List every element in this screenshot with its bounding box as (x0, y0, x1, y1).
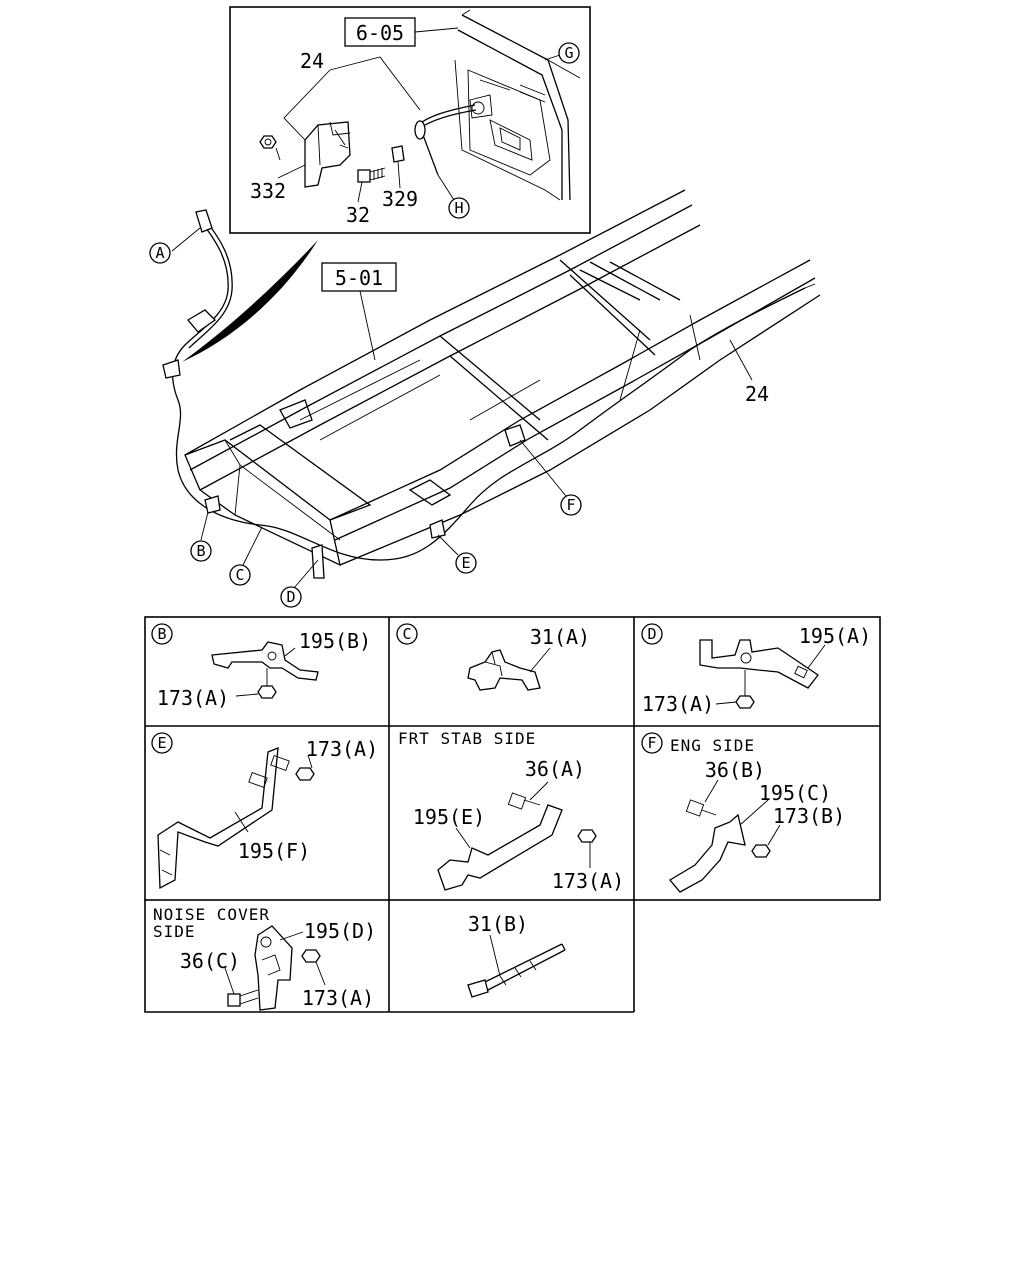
washer-329 (391, 145, 405, 163)
main-ref-label: 5-01 (335, 266, 383, 290)
detail-frt-stab: FRT STAB SIDE 36(A) 195(E) 173(A) (398, 729, 624, 893)
detail-d-upper: 195(A) (799, 624, 871, 648)
svg-text:F: F (566, 496, 575, 514)
detail-f-bracket: 195(C) (759, 781, 831, 805)
detail-cable-tie: 31(B) (467, 912, 566, 998)
main-label-24: 24 (745, 382, 769, 406)
svg-text:H: H (454, 199, 463, 217)
bracket-clip (187, 309, 217, 333)
detail-e-letter: E (157, 734, 166, 752)
detail-d-lower: 173(A) (642, 692, 714, 716)
detail-e: E 173(A) 195(F) (151, 732, 378, 890)
callout-a (149, 242, 171, 264)
detail-c-letter: C (402, 625, 411, 643)
svg-text:A: A (155, 244, 164, 262)
grommet (414, 120, 426, 140)
detail-frt-title: FRT STAB SIDE (398, 729, 536, 748)
detail-noise-title-1: NOISE COVER (153, 905, 270, 924)
speedometer-cable (172, 219, 806, 561)
callout-d (280, 586, 302, 608)
callout-h (448, 197, 470, 219)
detail-d-letter: D (647, 625, 656, 643)
svg-text:E: E (461, 554, 470, 572)
detail-d: D 195(A) 173(A) (641, 623, 871, 716)
detail-f-nut: 173(B) (773, 804, 845, 828)
detail-frt-bracket: 195(E) (413, 805, 485, 829)
inset-label-332: 332 (250, 179, 286, 203)
svg-text:B: B (196, 542, 205, 560)
detail-f-bolt: 36(B) (705, 758, 765, 782)
detail-noise-bolt: 36(C) (180, 949, 240, 973)
detail-noise-cover: NOISE COVER SIDE 195(D) 36(C) 173(A) (153, 905, 376, 1011)
callout-f (560, 494, 582, 516)
detail-f: F ENG SIDE 36(B) 195(C) 173(B) (641, 732, 845, 893)
detail-noise-bracket: 195(D) (304, 919, 376, 943)
cab-panel (454, 9, 581, 201)
svg-text:C: C (235, 566, 244, 584)
nut-332 (259, 135, 277, 149)
inset-label-24: 24 (300, 49, 324, 73)
detail-frt-nut: 173(A) (552, 869, 624, 893)
bolt-32 (357, 169, 371, 183)
inset-ref-label: 6-05 (356, 21, 404, 45)
callout-e (455, 552, 477, 574)
inset-view: 6-05 (229, 6, 591, 234)
zoom-indicator (182, 240, 318, 362)
detail-c-upper: 31(A) (530, 625, 590, 649)
inset-frame (229, 6, 591, 234)
svg-text:D: D (286, 588, 295, 606)
callout-g (558, 42, 580, 64)
cable-bracket (304, 121, 351, 188)
svg-text:G: G (564, 44, 573, 62)
inset-label-32: 32 (346, 203, 370, 227)
main-view: 5-01 (149, 189, 821, 608)
detail-frt-bolt: 36(A) (525, 757, 585, 781)
detail-b-letter: B (157, 625, 166, 643)
detail-noise-nut: 173(A) (302, 986, 374, 1010)
detail-b: B 195(B) 173(A) (151, 623, 371, 710)
callout-b (190, 540, 212, 562)
cable-end-a (195, 209, 213, 233)
detail-c: C 31(A) (396, 623, 590, 691)
detail-f-title: ENG SIDE (670, 736, 755, 755)
detail-b-lower: 173(A) (157, 686, 229, 710)
chassis-frame (184, 189, 821, 567)
inset-label-329: 329 (382, 187, 418, 211)
detail-b-upper: 195(B) (299, 629, 371, 653)
detail-grid (144, 616, 881, 1013)
detail-f-letter: F (647, 734, 656, 752)
main-ref-box (321, 262, 397, 292)
detail-e-nut: 173(A) (306, 737, 378, 761)
detail-e-bracket: 195(F) (238, 839, 310, 863)
detail-tie-label: 31(B) (468, 912, 528, 936)
detail-noise-title-2: SIDE (153, 922, 196, 941)
callout-c (229, 564, 251, 586)
